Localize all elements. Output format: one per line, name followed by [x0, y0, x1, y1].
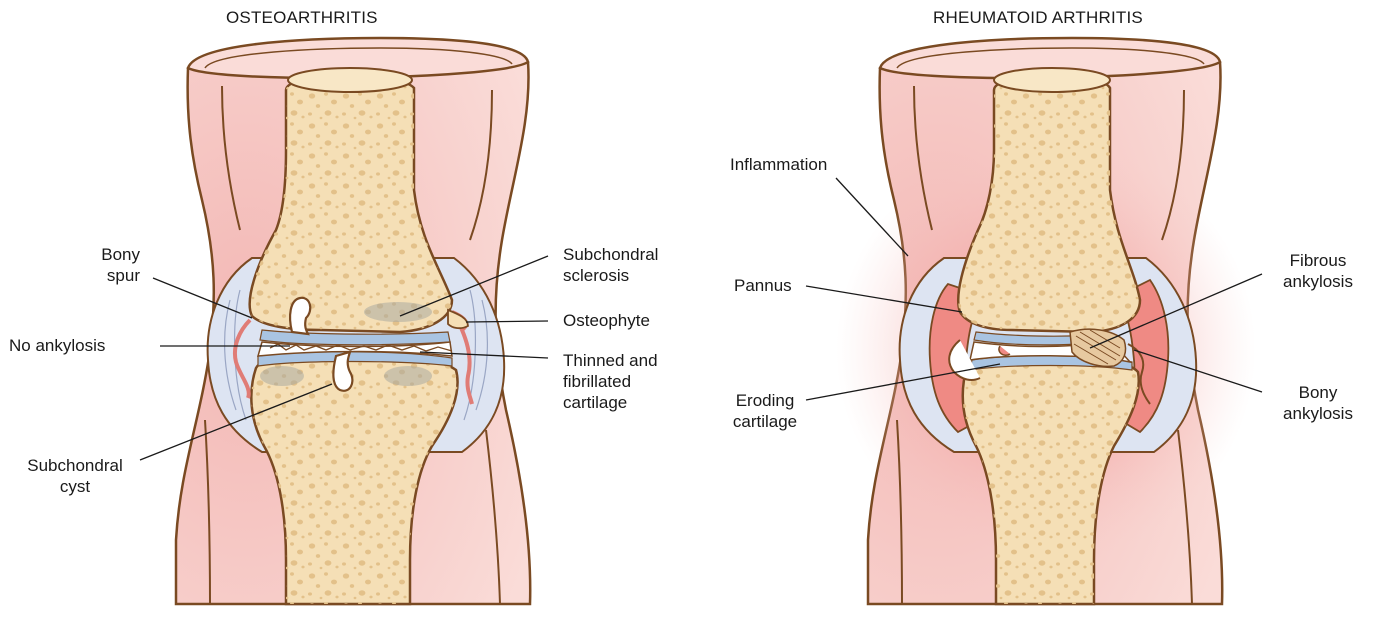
title-rheumatoid-arthritis: RHEUMATOID ARTHRITIS [933, 8, 1143, 28]
osteoarthritis-joint [176, 38, 530, 604]
sclerosis-patch-lower-right [384, 366, 432, 386]
rheumatoid-arthritis-joint [836, 38, 1256, 604]
label-eroding-cartilage: Eroding cartilage [727, 390, 803, 432]
label-no-ankylosis: No ankylosis [9, 335, 105, 356]
label-fibrous-ankylosis: Fibrous ankylosis [1268, 250, 1368, 292]
title-osteoarthritis: OSTEOARTHRITIS [226, 8, 378, 28]
sclerosis-patch-upper [364, 302, 432, 322]
label-thinned-cartilage: Thinned and fibrillated cartilage [563, 350, 658, 413]
label-osteophyte: Osteophyte [563, 310, 650, 331]
label-bony-ankylosis: Bony ankylosis [1268, 382, 1368, 424]
label-subchondral-cyst: Subchondral cyst [20, 455, 130, 497]
label-subchondral-sclerosis: Subchondral sclerosis [563, 244, 658, 286]
sclerosis-patch-lower-left [260, 366, 304, 386]
label-pannus: Pannus [734, 275, 792, 296]
label-bony-spur: Bony spur [80, 244, 140, 286]
label-inflammation: Inflammation [730, 154, 827, 175]
